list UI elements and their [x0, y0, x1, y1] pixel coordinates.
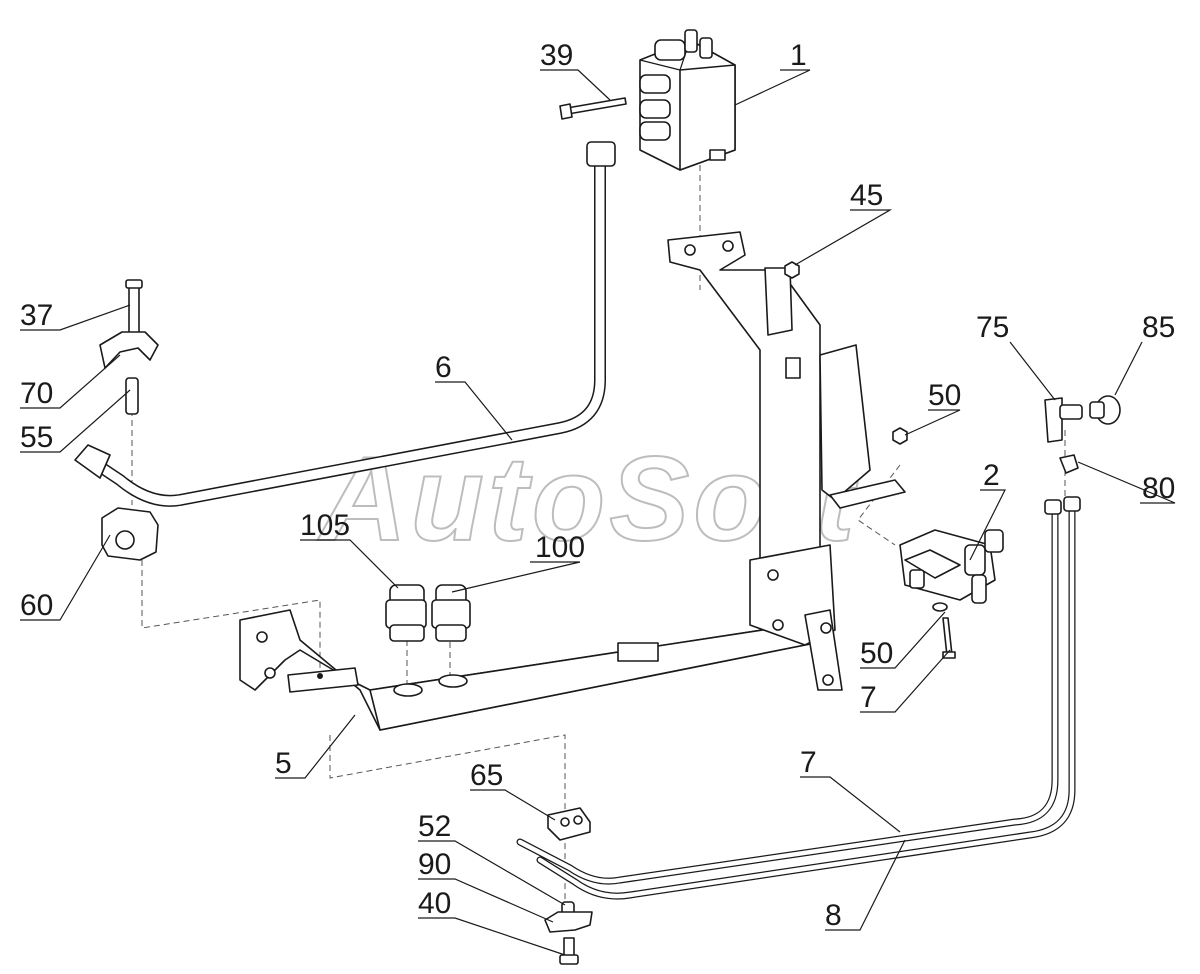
bracket-part-75 [544, 911, 593, 933]
callout-label-75: 90 [418, 848, 451, 881]
callout-label-45: 40 [418, 887, 451, 920]
spacer-part-60 [125, 377, 139, 415]
callout-label-8: 8 [825, 899, 842, 932]
callout-label-85: 75 [976, 311, 1009, 344]
frame-bracket-part-5 [239, 609, 831, 731]
callout-label-2: 2 [983, 459, 1000, 492]
callout-label-95: 85 [1142, 311, 1175, 344]
clamp-part-65 [547, 807, 591, 841]
coupling-part-105 [385, 584, 427, 642]
callout-label-50-lower: 50 [928, 379, 961, 412]
pipe-part-6 [74, 141, 616, 507]
callout-label-39: 37 [20, 299, 53, 332]
clamp-block-part-70 [101, 507, 159, 561]
upright-bracket [667, 231, 906, 691]
coupling-part-100 [431, 584, 471, 642]
clamp-bracket-part-80 [99, 331, 159, 369]
callout-label-40: 39 [540, 39, 573, 72]
callout-label-6: 6 [435, 351, 452, 384]
nut-part-50-upper [784, 261, 800, 279]
callout-label-80: 70 [20, 377, 53, 410]
washer-part-52 [932, 602, 948, 612]
callout-label-50-upper: 45 [850, 179, 883, 212]
callout-label-55: 52 [418, 810, 451, 843]
callout-label-105: 105 [300, 509, 350, 542]
callout-label-37: 7 [860, 681, 877, 714]
callout-label-7: 7 [800, 746, 817, 779]
callout-label-52: 50 [860, 637, 893, 670]
callout-leaders [20, 69, 1176, 956]
callout-label-1: 1 [790, 39, 807, 72]
bolt-part-40 [559, 97, 627, 120]
callout-label-100: 100 [535, 531, 585, 564]
pipe-part-7 [516, 506, 1059, 885]
callout-label-70: 60 [20, 589, 53, 622]
callout-label-90: 80 [1142, 472, 1175, 505]
valve-part-2 [899, 529, 1004, 604]
callout-labels: 39 1 45 37 70 55 60 6 50 2 75 85 80 50 7… [20, 39, 1175, 932]
bolt-part-45 [559, 937, 579, 965]
pipe-part-8 [536, 496, 1081, 900]
fitting-part-95 [1089, 395, 1121, 425]
clamp-bolt-part-39 [125, 279, 143, 341]
callout-label-60: 55 [20, 421, 53, 454]
fitting-part-85 [1044, 397, 1083, 443]
callout-label-5: 5 [275, 747, 292, 780]
fitting-part-90 [1059, 454, 1079, 474]
nut-part-50-lower [892, 427, 908, 445]
callout-label-65: 65 [470, 759, 503, 792]
hydraulic-block-part-1 [639, 29, 736, 171]
